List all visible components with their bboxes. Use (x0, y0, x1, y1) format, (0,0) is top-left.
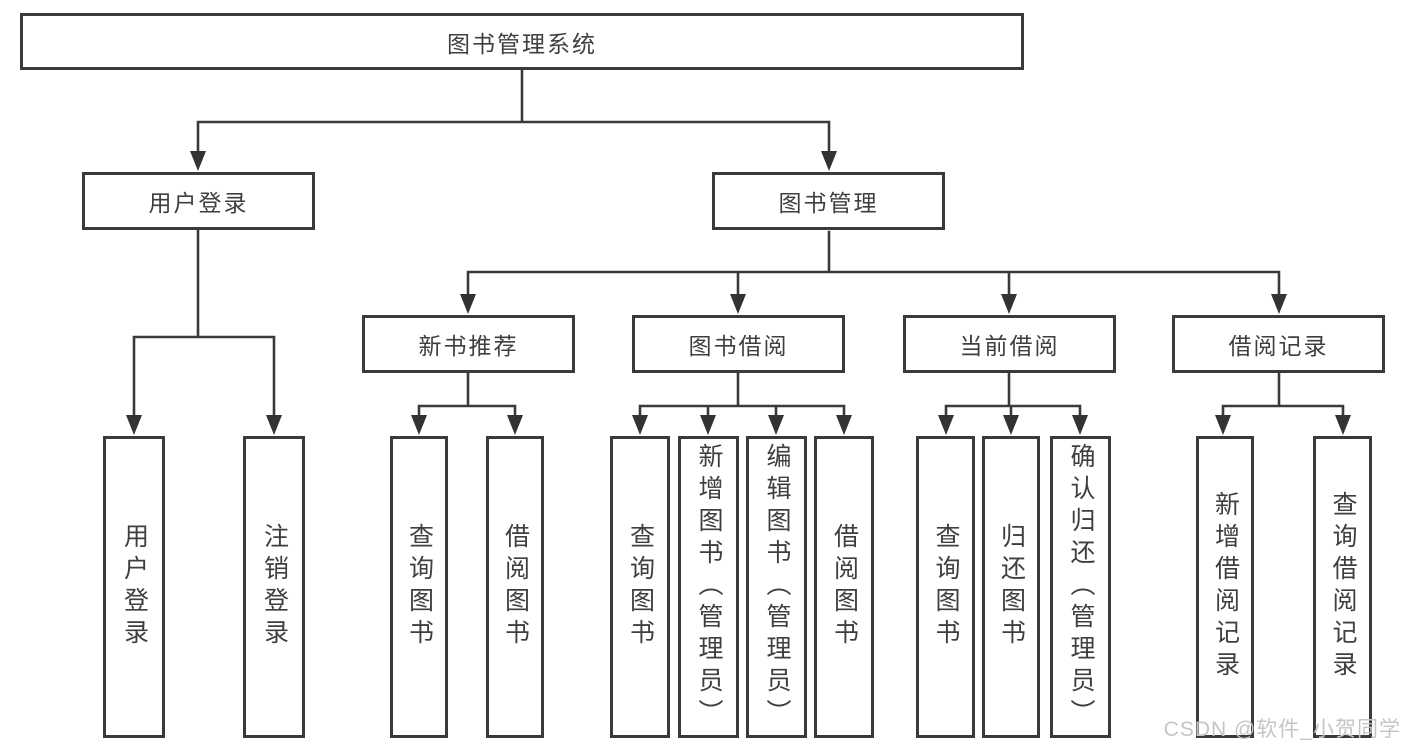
node-label: 当前借阅 (959, 333, 1060, 359)
node-label: 归还图书 (997, 523, 1026, 651)
node-label: 新增借阅记录 (1211, 491, 1240, 683)
node-label: 新书推荐 (418, 333, 519, 359)
node-label: 图书借阅 (688, 333, 789, 359)
leaf-query-books-recommend: 查询图书 (390, 436, 448, 738)
leaf-return-books: 归还图书 (982, 436, 1040, 738)
arrowhead-icon (266, 415, 282, 435)
connector-path (638, 371, 846, 419)
arrowhead-icon (938, 415, 954, 435)
connector-path (466, 230, 1281, 298)
node-label: 查询图书 (626, 523, 655, 651)
arrowhead-icon (836, 415, 852, 435)
connector-path (132, 228, 276, 419)
leaf-user-login: 用户登录 (103, 436, 165, 738)
arrowhead-icon (1215, 415, 1231, 435)
node-label: 用户登录 (120, 523, 149, 651)
arrowhead-icon (821, 151, 837, 171)
connector-path (196, 68, 831, 155)
leaf-add-borrow-record: 新增借阅记录 (1196, 436, 1254, 738)
connector-path (417, 371, 517, 419)
arrowhead-icon (730, 294, 746, 314)
node-user-login: 用户登录 (82, 172, 315, 230)
arrowhead-icon (700, 415, 716, 435)
arrowhead-icon (507, 415, 523, 435)
node-label: 借阅图书 (501, 523, 530, 651)
arrowhead-icon (1001, 294, 1017, 314)
arrowhead-icon (1271, 294, 1287, 314)
leaf-logout: 注销登录 (243, 436, 305, 738)
arrowhead-icon (460, 294, 476, 314)
leaf-edit-books-admin: 编辑图书（管理员） (746, 436, 807, 738)
leaf-query-books-borrow: 查询图书 (610, 436, 670, 738)
node-label: 图书管理系统 (447, 30, 597, 57)
node-label: 查询图书 (932, 523, 960, 651)
arrowhead-icon (126, 415, 142, 435)
node-current-borrow: 当前借阅 (903, 315, 1116, 373)
node-label: 查询图书 (405, 523, 434, 651)
node-label: 查询借阅记录 (1329, 491, 1357, 683)
node-label: 新增图书（管理员） (695, 443, 723, 731)
node-new-book-recommend: 新书推荐 (362, 315, 575, 373)
node-label: 编辑图书（管理员） (763, 443, 791, 731)
node-label: 注销登录 (260, 523, 289, 651)
node-label: 借阅图书 (830, 523, 859, 651)
leaf-query-borrow-record: 查询借阅记录 (1313, 436, 1372, 738)
csdn-watermark: CSDN @软件_小贺同学 (1163, 718, 1401, 741)
connector-path (1221, 371, 1345, 419)
connector-path (944, 371, 1082, 419)
leaf-query-books-current: 查询图书 (916, 436, 975, 738)
leaf-borrow-books-recommend: 借阅图书 (486, 436, 544, 738)
node-label: 确认归还（管理员） (1067, 443, 1095, 731)
arrowhead-icon (1335, 415, 1351, 435)
node-book-management: 图书管理 (712, 172, 945, 230)
arrowhead-icon (632, 415, 648, 435)
leaf-borrow-books: 借阅图书 (814, 436, 874, 738)
leaf-confirm-return-admin: 确认归还（管理员） (1050, 436, 1111, 738)
arrowhead-icon (190, 151, 206, 171)
leaf-add-books-admin: 新增图书（管理员） (678, 436, 739, 738)
arrowhead-icon (411, 415, 427, 435)
arrowhead-icon (1003, 415, 1019, 435)
node-label: 借阅记录 (1228, 333, 1329, 359)
node-label: 用户登录 (148, 190, 249, 216)
node-label: 图书管理 (778, 190, 879, 216)
node-borrow-records: 借阅记录 (1172, 315, 1385, 373)
node-library-system: 图书管理系统 (20, 13, 1024, 70)
arrowhead-icon (1072, 415, 1088, 435)
node-book-borrow: 图书借阅 (632, 315, 845, 373)
arrowhead-icon (768, 415, 784, 435)
